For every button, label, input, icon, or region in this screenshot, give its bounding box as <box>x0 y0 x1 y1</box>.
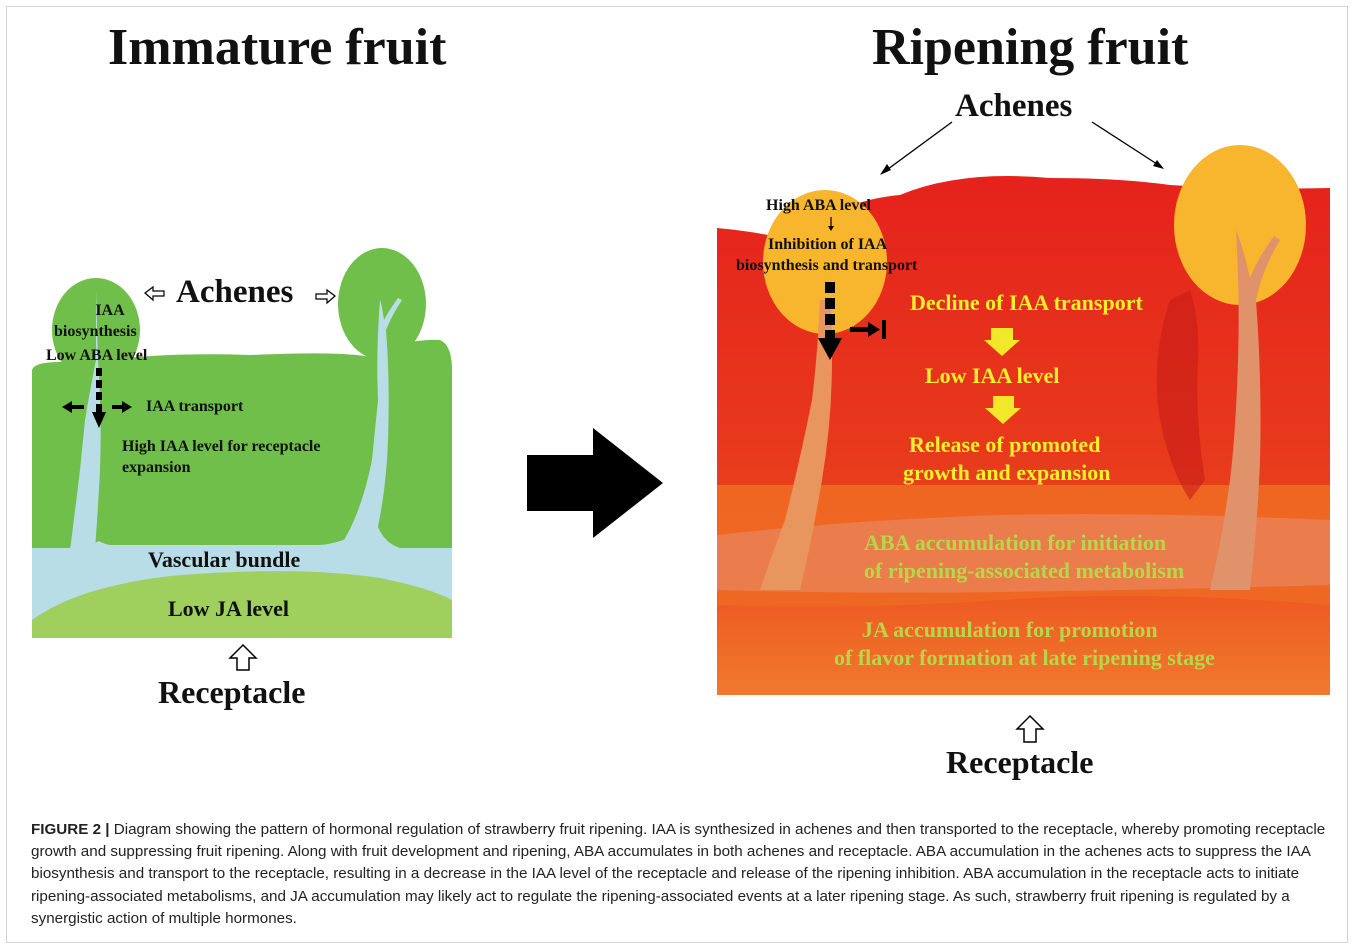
receptacle-arrow-right <box>1015 714 1045 743</box>
achene-right <box>338 248 426 360</box>
vascular-band <box>717 514 1330 593</box>
red-streak <box>1156 290 1205 500</box>
achene-ripe-left <box>763 190 887 334</box>
ripening-fruit-title: Ripening fruit <box>872 19 1189 76</box>
figure-frame <box>6 6 1348 943</box>
figure-caption: FIGURE 2 | Diagram showing the pattern o… <box>31 819 1331 930</box>
achenes-label-left: Achenes <box>176 274 294 310</box>
aba-accumulation-label-2: of ripening-associated metabolism <box>864 558 1185 583</box>
yellow-down-arrow-2 <box>985 396 1021 424</box>
vascular-strand-left <box>70 290 101 550</box>
decline-iaa-transport-label: Decline of IAA transport <box>910 290 1143 315</box>
biosynthesis-label: biosynthesis <box>54 323 137 340</box>
strand-ripe-right <box>1210 230 1280 590</box>
vascular-bundle-label: Vascular bundle <box>148 547 301 572</box>
strand-ripe-left <box>760 300 832 590</box>
iaa-transport-arrow <box>62 368 132 428</box>
yellow-down-arrow-1 <box>984 328 1020 356</box>
ja-zone <box>717 596 1330 695</box>
ja-accumulation-label-1: JA accumulation for promotion <box>862 617 1158 642</box>
low-aba-label: Low ABA level <box>46 347 148 364</box>
inhibition-label-1: Inhibition of IAA <box>768 236 888 253</box>
ripening-fruit-illustration <box>717 121 1330 743</box>
achenes-pointer-arrows-left <box>144 285 336 305</box>
green-lobe-middle <box>83 353 390 545</box>
iaa-inhibited-arrow <box>818 282 886 360</box>
iaa-label: IAA <box>95 302 125 319</box>
aba-accumulation-label-1: ABA accumulation for initiation <box>864 530 1167 555</box>
vascular-strand-right <box>336 298 402 552</box>
high-iaa-label-1: High IAA level for receptacle <box>122 438 321 455</box>
receptacle-arrow-left <box>228 643 258 671</box>
receptacle-label-right: Receptacle <box>946 744 1094 780</box>
achenes-label-right: Achenes <box>955 88 1073 124</box>
high-iaa-label-2: expansion <box>122 459 191 476</box>
release-label-2: growth and expansion <box>903 460 1111 485</box>
figure-label: FIGURE 2 <box>31 821 102 838</box>
ja-accumulation-label-2: of flavor formation at late ripening sta… <box>834 645 1215 670</box>
high-aba-label: High ABA level <box>766 197 871 214</box>
low-iaa-label: Low IAA level <box>925 363 1060 388</box>
receptacle-base-band <box>32 571 452 638</box>
inhibition-label-2: biosynthesis and transport <box>736 257 918 274</box>
low-ja-label: Low JA level <box>168 596 289 621</box>
caption-separator: | <box>101 821 114 838</box>
green-lobe-right <box>370 339 452 548</box>
transition-arrow <box>527 428 663 538</box>
achene-ripe-right <box>1174 145 1306 305</box>
immature-fruit-title: Immature fruit <box>108 19 447 76</box>
receptacle-label-left: Receptacle <box>158 674 306 710</box>
achenes-pointer-lines-right <box>880 121 1164 175</box>
release-label-1: Release of promoted <box>909 432 1101 457</box>
immature-fruit-illustration <box>32 248 452 671</box>
iaa-transport-label: IAA transport <box>146 398 244 415</box>
caption-text: Diagram showing the pattern of hormonal … <box>31 821 1326 927</box>
